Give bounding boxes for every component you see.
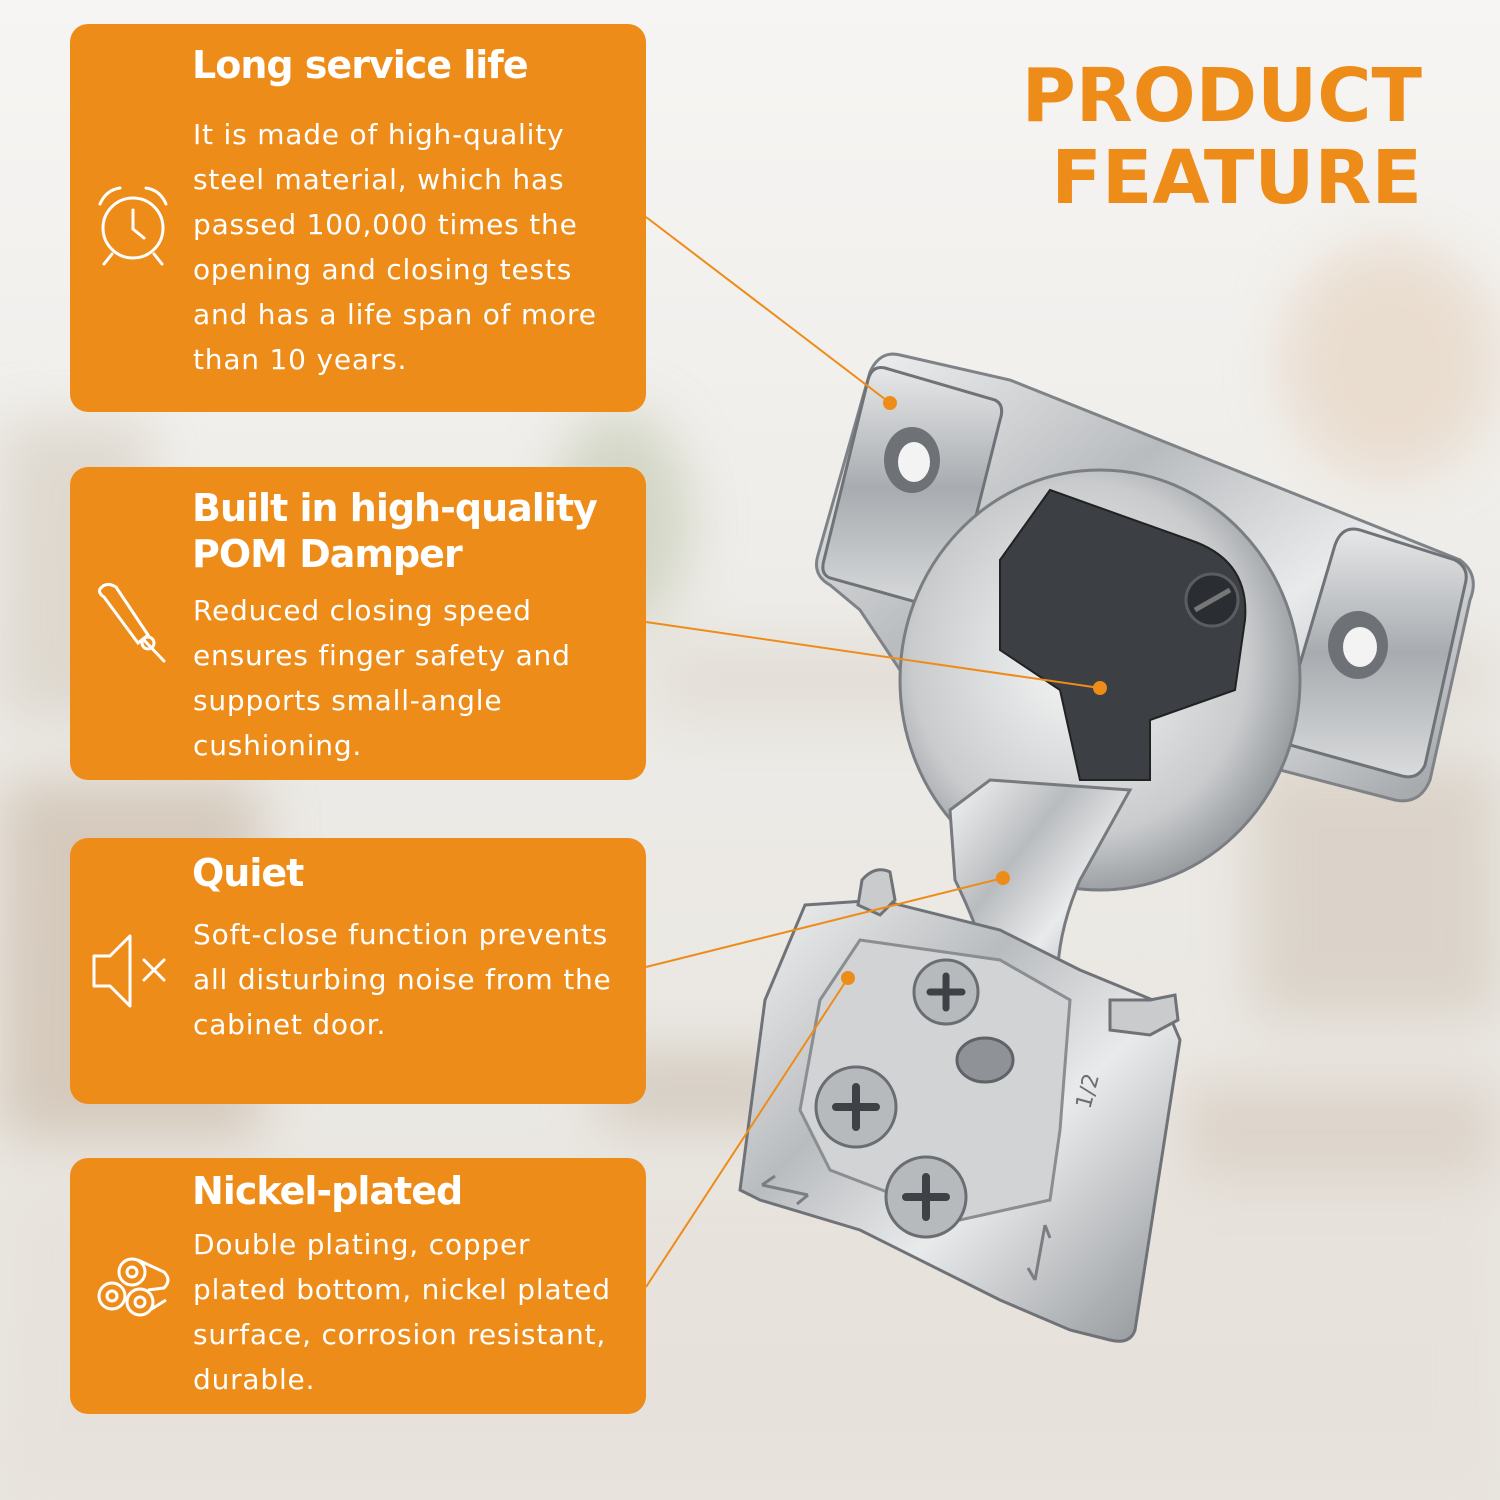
feature-title: Long service life	[192, 43, 529, 87]
product-feature-heading: PRODUCT FEATURE	[1022, 55, 1422, 219]
feature-description: Reduced closing speed ensures finger saf…	[193, 594, 571, 762]
feature-card-long-service-life: Long service life It is made of high-qua…	[70, 24, 646, 412]
feature-title: Quiet	[192, 851, 304, 895]
feature-card-pom-damper: Built in high-quality POM Damper Reduced…	[70, 467, 646, 780]
metal-rolls-icon	[97, 1257, 170, 1317]
heading-line-2: FEATURE	[1051, 135, 1422, 221]
heading-line-1: PRODUCT	[1021, 53, 1422, 139]
feature-description: Double plating, copper plated bottom, ni…	[193, 1228, 611, 1396]
feature-card-quiet: Quiet Soft-close function prevents all d…	[70, 838, 646, 1104]
feature-title: Built in high-quality POM Damper	[192, 486, 598, 576]
feature-description: It is made of high-quality steel materia…	[193, 118, 597, 376]
alarm-clock-icon	[98, 186, 168, 266]
mute-speaker-icon	[92, 934, 166, 1008]
damper-icon	[98, 582, 166, 663]
feature-card-nickel-plated: Nickel-plated Double plating, copper pla…	[70, 1158, 646, 1414]
feature-description: Soft-close function prevents all disturb…	[193, 918, 612, 1041]
feature-title: Nickel-plated	[192, 1169, 463, 1213]
